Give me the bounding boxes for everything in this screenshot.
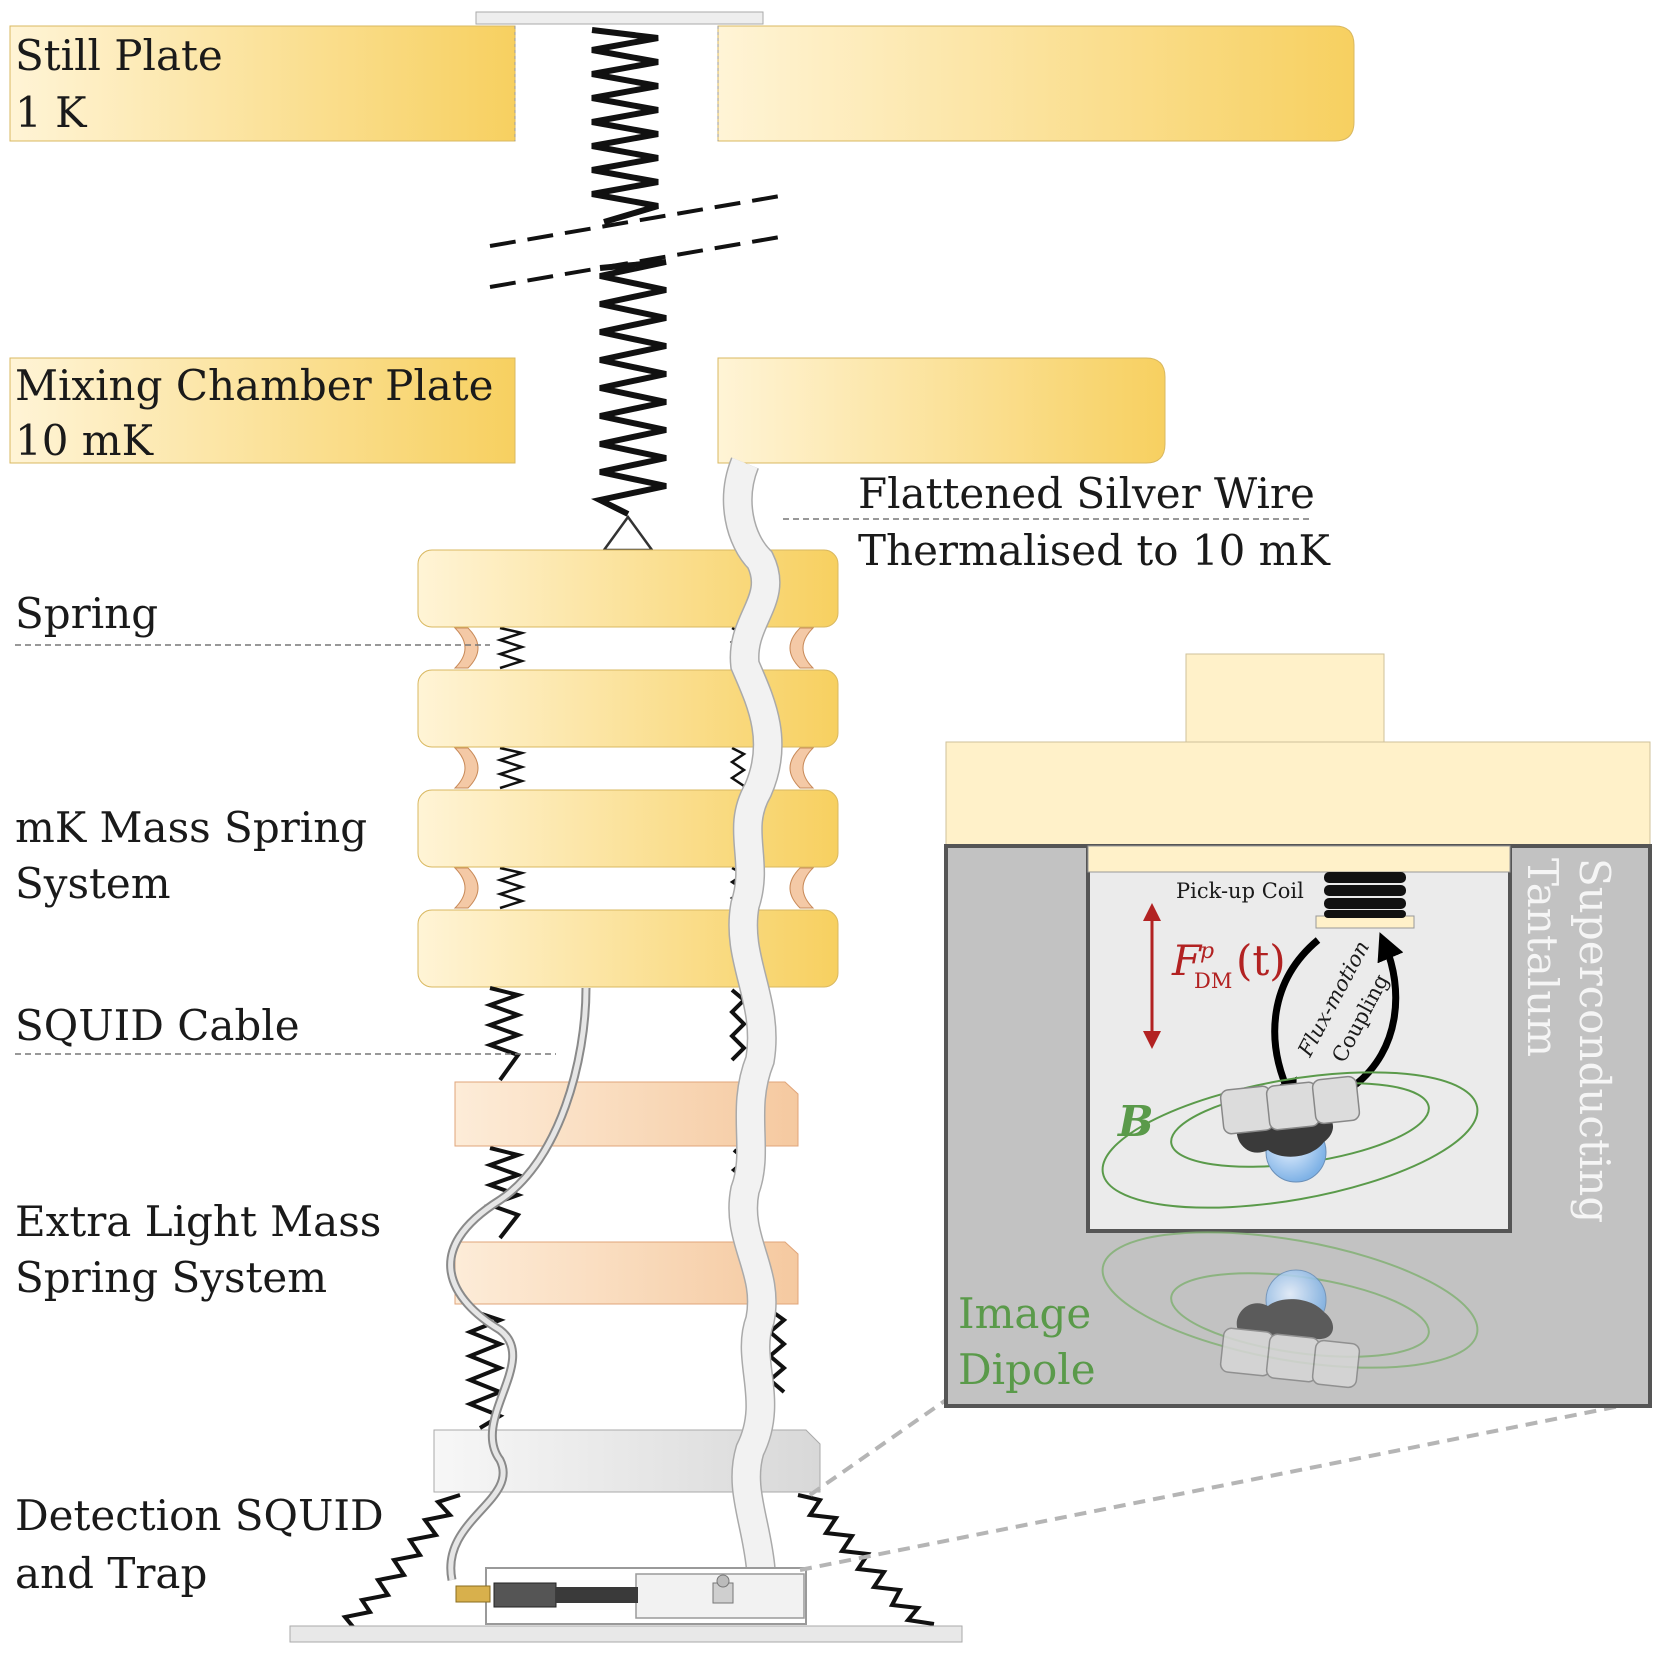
- squid-cable-label: SQUID Cable: [15, 1001, 300, 1050]
- squid-trap-assembly: [455, 1567, 807, 1625]
- extra-light-label-2: Spring System: [15, 1253, 327, 1302]
- copper-flexures: [453, 627, 815, 909]
- force-argument: (t): [1236, 936, 1286, 985]
- squid-connector-gold: [455, 1585, 491, 1603]
- squid-sensor-body: [493, 1582, 557, 1608]
- mk-plate-1: [417, 549, 839, 628]
- squid-sensor-rod: [556, 1587, 638, 1603]
- lower-springs: [464, 986, 788, 1430]
- mk-mass-label-2: System: [15, 859, 171, 908]
- detection-label: Detection SQUID: [15, 1491, 384, 1540]
- mk-plate-4: [417, 909, 839, 988]
- trap-particle: [716, 1574, 730, 1588]
- zoom-line-left: [808, 1398, 948, 1497]
- force-subscript: DM: [1194, 969, 1232, 993]
- spring-label: Spring: [15, 589, 158, 638]
- extra-light-plates: [454, 1081, 799, 1305]
- tantalum-label: Superconducting: [1570, 858, 1619, 1223]
- mk-plate-3: [417, 789, 839, 868]
- detection-label-2: and Trap: [15, 1549, 207, 1598]
- still-plate: [9, 25, 1355, 142]
- break-line-upper: [489, 194, 781, 248]
- inset-top-block: [1185, 653, 1385, 743]
- force-superscript: p: [1200, 939, 1214, 964]
- silver-ribbon-face: [724, 457, 782, 1622]
- base-plate: [289, 1625, 963, 1643]
- coupling-arrow-down: [1271, 937, 1321, 1108]
- top-spring-upper: [591, 27, 659, 225]
- force-symbol: F: [1171, 936, 1203, 985]
- mixing-chamber-temp: 10 mK: [15, 416, 155, 465]
- dipole: [1219, 1075, 1361, 1183]
- mixing-chamber-label: Mixing Chamber Plate: [15, 361, 494, 410]
- image-dipole-label: Image: [958, 1289, 1091, 1338]
- still-plate-temp: 1 K: [15, 88, 88, 137]
- silver-plate: [433, 1429, 821, 1493]
- image-dipole: [1219, 1269, 1361, 1389]
- tantalum-label-2: Tantalum: [1518, 858, 1567, 1057]
- inset-plate: [945, 741, 1651, 847]
- pickup-coil: [1324, 872, 1406, 918]
- copper-plate-2: [454, 1241, 799, 1305]
- field-label: B: [1117, 1097, 1154, 1146]
- mk-mass-label: mK Mass Spring: [15, 803, 367, 852]
- top-mount-bar: [475, 11, 764, 25]
- copper-plate-1: [454, 1081, 799, 1147]
- silver-wire-sublabel: Thermalised to 10 mK: [858, 526, 1332, 575]
- top-spring-lower: [590, 259, 667, 517]
- zoom-line-right: [799, 1398, 1651, 1572]
- mk-plate-2: [417, 669, 839, 748]
- pickup-coil-label: Pick-up Coil: [1176, 879, 1304, 903]
- squid-cable-core: [448, 987, 589, 1581]
- extra-light-label: Extra Light Mass: [15, 1197, 381, 1246]
- silver-wire-label: Flattened Silver Wire: [858, 469, 1315, 518]
- break-line-lower: [489, 235, 781, 289]
- spring-hook-triangle: [601, 514, 655, 552]
- still-plate-label: Still Plate: [15, 31, 223, 80]
- image-dipole-label-2: Dipole: [958, 1345, 1096, 1394]
- cavity-lid: [1087, 845, 1511, 873]
- base-springs: [329, 1493, 935, 1632]
- mixing-chamber-plate: [9, 357, 1166, 464]
